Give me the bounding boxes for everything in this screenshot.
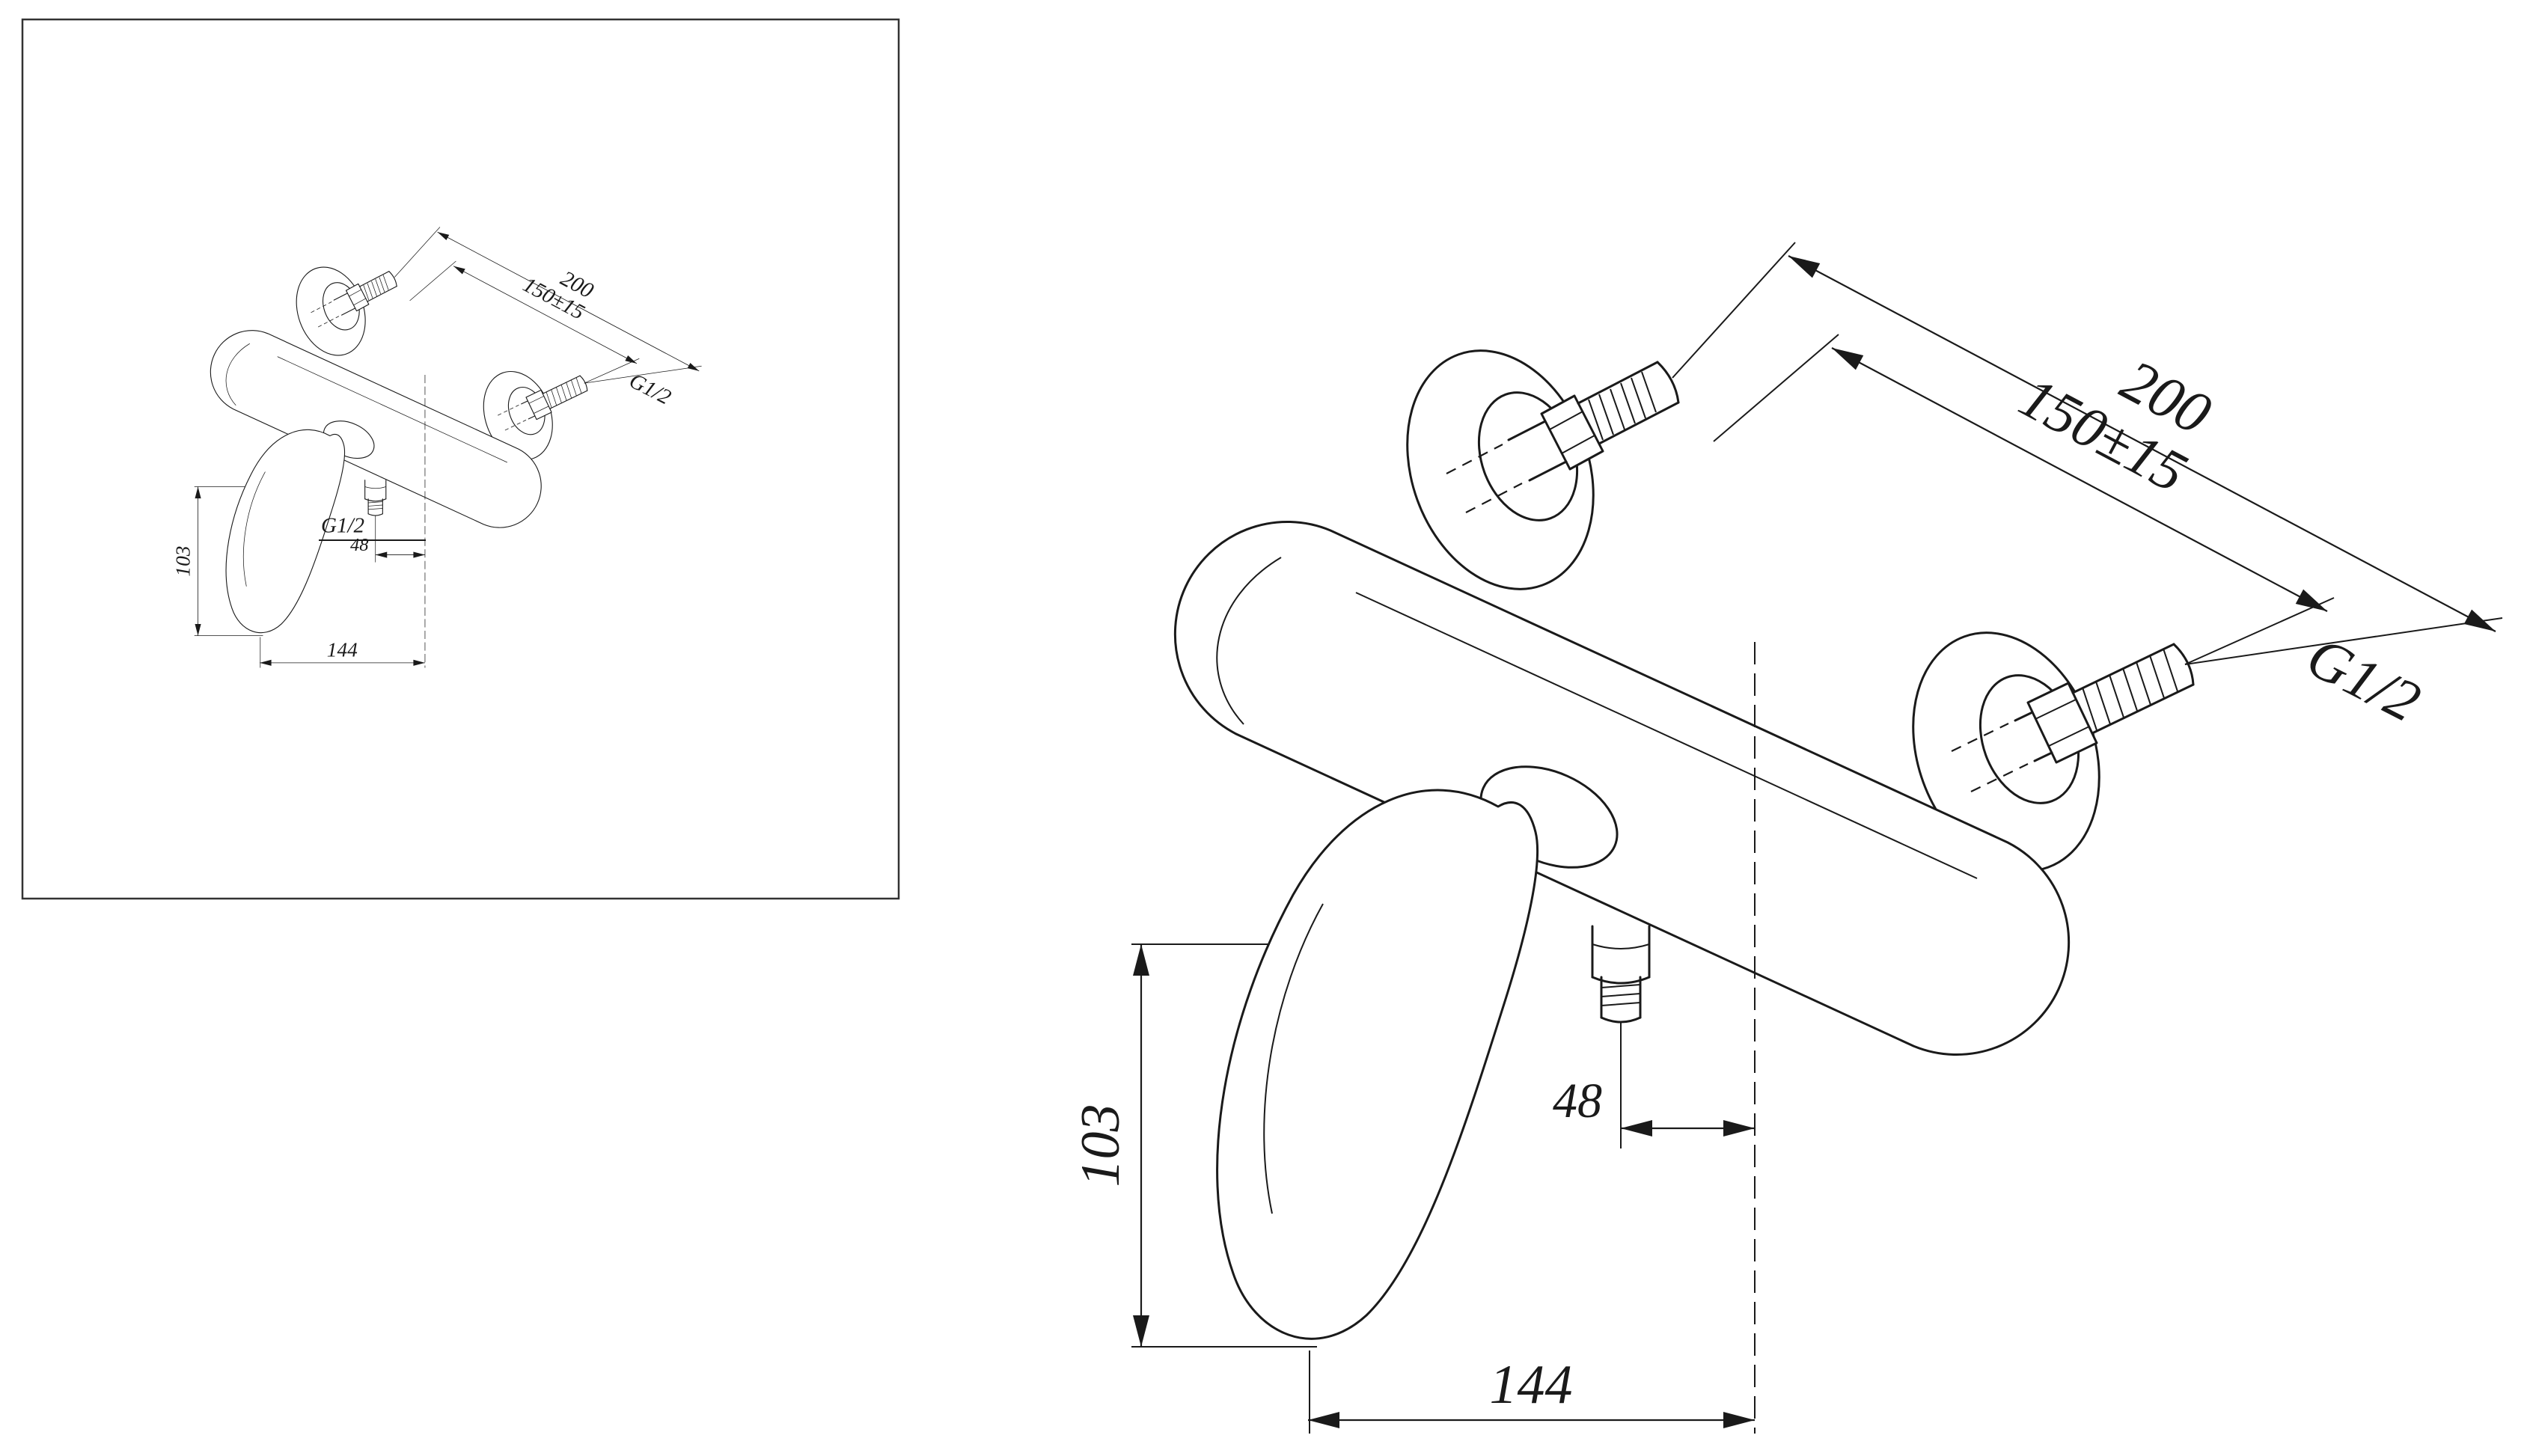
thumbnail-outlet-thread: G1/2	[319, 514, 426, 541]
thumb-outlet-thread-label: G1/2	[321, 514, 364, 538]
thumbnail-box: G1/2	[21, 18, 900, 900]
main-drawing	[1070, 242, 2502, 1434]
